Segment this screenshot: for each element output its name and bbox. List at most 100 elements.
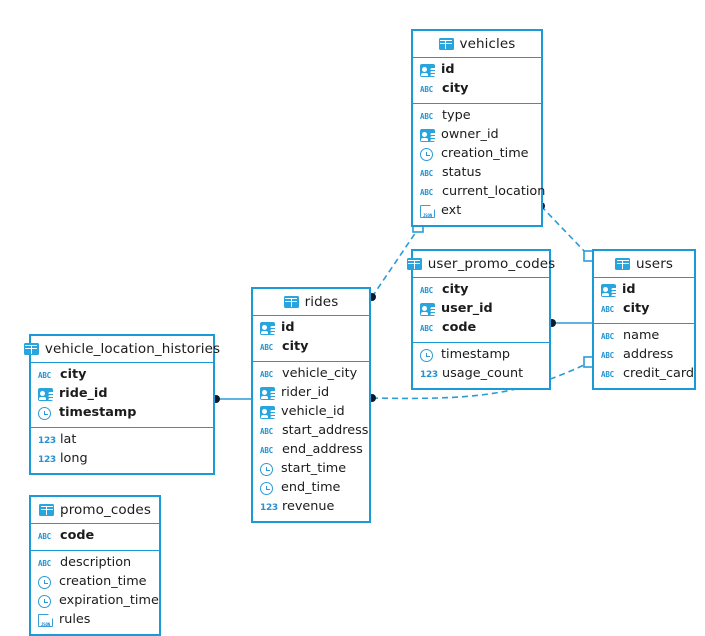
- table-header-vehicle_location_histories[interactable]: vehicle_location_histories: [23, 336, 220, 363]
- table-header-promo_codes[interactable]: promo_codes: [31, 497, 159, 524]
- field-row-vehicle_location_histories-ride_id[interactable]: ride_id: [31, 385, 213, 404]
- field-name: rules: [59, 612, 91, 628]
- abc-icon: ABC: [601, 350, 614, 360]
- num-icon: 123: [260, 502, 278, 513]
- num-icon: 123: [38, 435, 56, 446]
- field-name: name: [623, 328, 660, 344]
- field-name: revenue: [282, 499, 335, 515]
- field-row-vehicles-creation_time[interactable]: creation_time: [413, 145, 541, 164]
- id-badge-icon: [260, 406, 275, 419]
- table-title: promo_codes: [60, 502, 151, 518]
- field-row-rides-end_time[interactable]: end_time: [253, 479, 369, 498]
- id-badge-icon: [260, 322, 275, 335]
- table-header-users[interactable]: users: [594, 251, 694, 278]
- field-row-user_promo_codes-timestamp[interactable]: timestamp: [413, 346, 549, 365]
- field-row-vehicles-ext[interactable]: ext: [413, 202, 541, 221]
- table-grid-icon: [406, 258, 422, 270]
- table-header-vehicles[interactable]: vehicles: [413, 31, 541, 58]
- json-icon: [38, 614, 53, 627]
- clock-icon: [38, 576, 51, 589]
- field-row-rides-id[interactable]: id: [253, 319, 369, 338]
- field-name: city: [442, 282, 469, 298]
- field-name: description: [60, 555, 132, 571]
- field-name: owner_id: [441, 127, 499, 143]
- table-title: vehicles: [459, 36, 516, 52]
- field-row-rides-vehicle_id[interactable]: vehicle_id: [253, 403, 369, 422]
- field-name: expiration_time: [59, 593, 159, 609]
- id-badge-icon: [601, 284, 616, 297]
- field-name: vehicle_city: [282, 366, 358, 382]
- clock-icon: [260, 482, 273, 495]
- field-row-promo_codes-expiration_time[interactable]: expiration_time: [31, 592, 159, 611]
- field-row-vehicles-current_location[interactable]: ABC current_location: [413, 183, 545, 202]
- table-header-user_promo_codes[interactable]: user_promo_codes: [406, 251, 555, 278]
- table-grid-icon: [283, 296, 299, 308]
- relationship-vehicles-users[interactable]: [540, 205, 589, 256]
- field-name: start_time: [281, 461, 347, 477]
- field-row-vehicles-id[interactable]: id: [413, 61, 541, 80]
- field-row-vehicle_location_histories-lat[interactable]: 123 lat: [31, 431, 213, 450]
- id-badge-icon: [420, 64, 435, 77]
- clock-icon: [38, 407, 51, 420]
- field-row-rides-start_time[interactable]: start_time: [253, 460, 369, 479]
- field-row-user_promo_codes-user_id[interactable]: user_id: [413, 300, 549, 319]
- field-name: user_id: [441, 301, 493, 317]
- field-name: current_location: [442, 184, 546, 200]
- field-row-promo_codes-creation_time[interactable]: creation_time: [31, 573, 159, 592]
- abc-icon: ABC: [38, 558, 51, 568]
- abc-icon: ABC: [38, 370, 51, 380]
- id-badge-icon: [38, 388, 53, 401]
- field-row-vehicle_location_histories-city[interactable]: ABC city: [31, 366, 213, 385]
- id-badge-icon: [260, 387, 275, 400]
- field-name: lat: [60, 432, 77, 448]
- abc-icon: ABC: [420, 323, 433, 333]
- field-name: id: [622, 282, 636, 298]
- field-row-users-id[interactable]: id: [594, 281, 694, 300]
- table-grid-icon: [438, 38, 454, 50]
- field-row-promo_codes-description[interactable]: ABC description: [31, 554, 159, 573]
- field-name: id: [281, 320, 295, 336]
- field-row-promo_codes-rules[interactable]: rules: [31, 611, 159, 630]
- abc-icon: ABC: [420, 187, 433, 197]
- field-row-rides-revenue[interactable]: 123 revenue: [253, 498, 369, 517]
- field-row-vehicle_location_histories-timestamp[interactable]: timestamp: [31, 404, 213, 423]
- field-name: city: [623, 301, 650, 317]
- field-name: credit_card: [623, 366, 695, 382]
- field-name: city: [60, 367, 87, 383]
- abc-icon: ABC: [260, 342, 273, 352]
- table-header-rides[interactable]: rides: [253, 289, 369, 316]
- field-row-rides-rider_id[interactable]: rider_id: [253, 384, 369, 403]
- num-icon: 123: [38, 454, 56, 465]
- field-row-vehicles-owner_id[interactable]: owner_id: [413, 126, 541, 145]
